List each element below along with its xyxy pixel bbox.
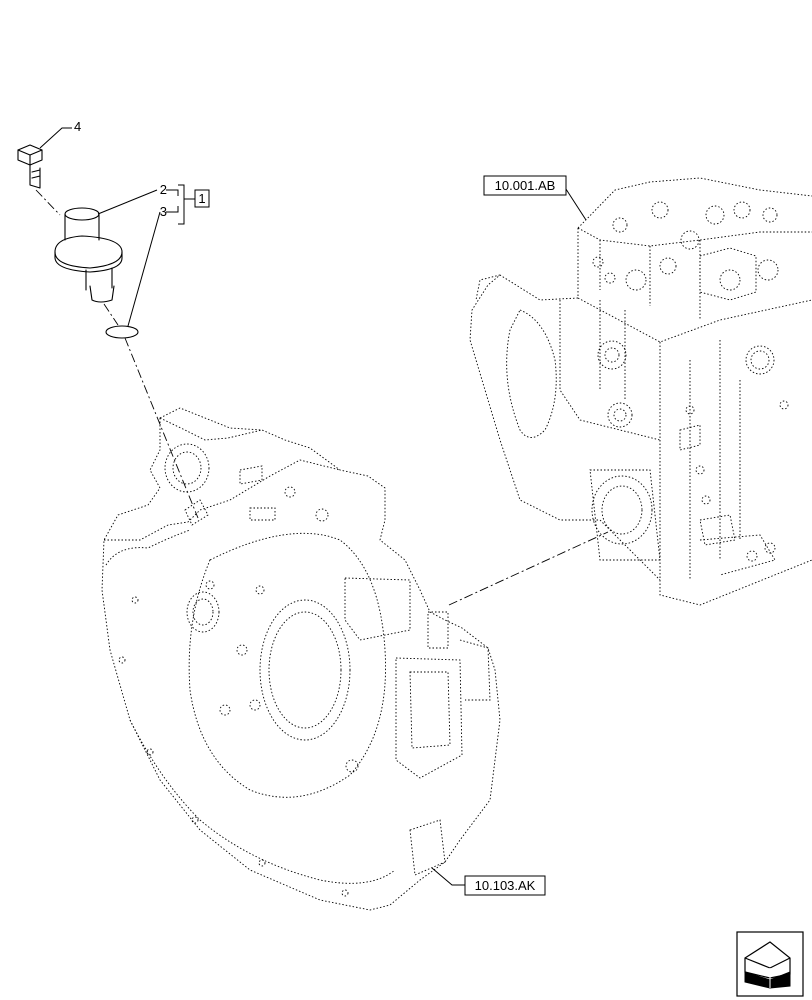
reference-label-engine[interactable]: 10.001.AB (495, 178, 556, 193)
next-page-arrow-icon[interactable] (736, 931, 804, 997)
callout-4: 4 (74, 119, 81, 134)
bolt-part[interactable] (17, 144, 43, 189)
o-ring-part[interactable] (105, 325, 139, 339)
sensor-part[interactable] (54, 207, 123, 303)
flywheel-housing-assembly (101, 407, 501, 911)
callout-2: 2 (160, 182, 167, 197)
engine-block-assembly (469, 177, 812, 606)
kit-reference-box[interactable]: 1 (198, 191, 205, 206)
callout-3: 3 (160, 204, 167, 219)
reference-label-housing[interactable]: 10.103.AK (475, 878, 536, 893)
